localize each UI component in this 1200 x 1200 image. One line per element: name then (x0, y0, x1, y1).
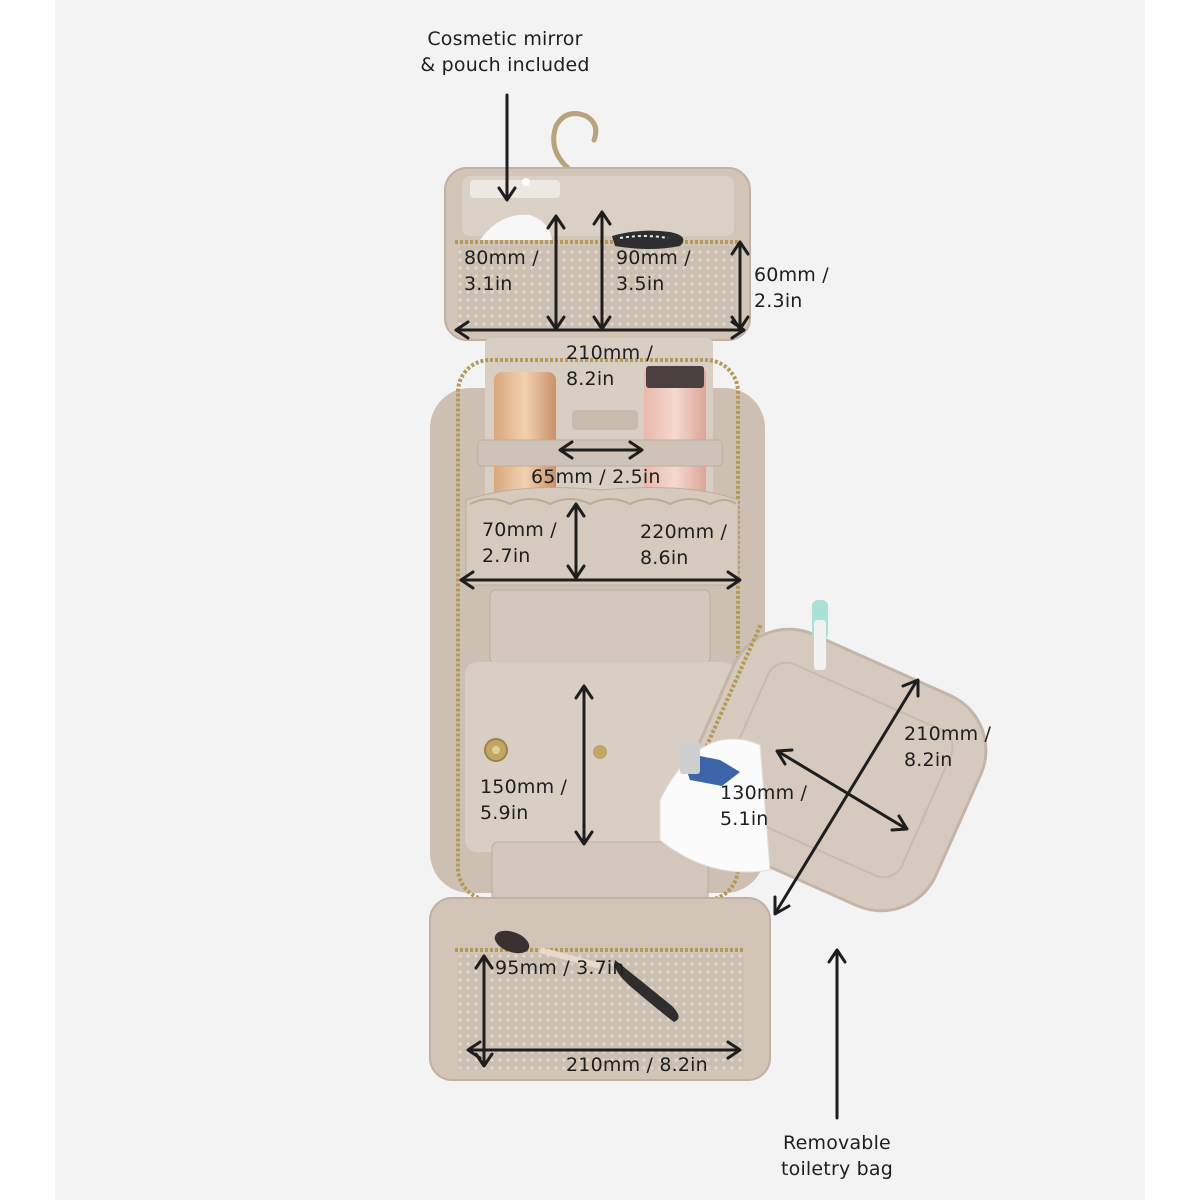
dimension-line1: 210mm / 8.2in (566, 1054, 708, 1076)
dimension-bottom-height: 95mm / 3.7in (495, 955, 625, 981)
dimension-line1: 80mm / (464, 247, 539, 269)
dimension-top-height-left: 80mm / 3.1in (464, 245, 539, 297)
dimension-strap-width: 65mm / 2.5in (531, 464, 661, 490)
dimension-bag-height: 130mm / 5.1in (720, 780, 807, 832)
dimension-line2: 8.2in (566, 368, 615, 390)
removable-callout-label: Removable toiletry bag (737, 1130, 937, 1182)
dimension-line1: 90mm / (616, 247, 691, 269)
dimension-top-width: 210mm / 8.2in (566, 340, 653, 392)
mirror-callout-label: Cosmetic mirror & pouch included (405, 26, 605, 78)
dimension-line1: 210mm / (566, 342, 654, 364)
dimension-line2: 8.2in (904, 749, 953, 771)
dimension-line2: 5.1in (720, 808, 769, 830)
dimension-line1: 60mm / (754, 264, 829, 286)
dimension-line1: 130mm / (720, 782, 808, 804)
dimension-top-height-mid: 90mm / 3.5in (616, 245, 691, 297)
removable-callout-line1: Removable (783, 1132, 891, 1154)
removable-callout-line2: toiletry bag (780, 1158, 894, 1180)
dimension-line2: 2.7in (482, 545, 531, 567)
dimension-line1: 70mm / (482, 519, 557, 541)
dimension-pocket-height: 70mm / 2.7in (482, 517, 557, 569)
dimension-arrows (454, 93, 920, 1120)
dimension-line1: 95mm / 3.7in (495, 957, 625, 979)
mirror-callout-line1: Cosmetic mirror (427, 28, 583, 50)
dimension-pocket-width: 220mm / 8.6in (640, 519, 727, 571)
dimension-line2: 3.5in (616, 273, 665, 295)
dimension-top-height-right: 60mm / 2.3in (754, 262, 829, 314)
dimension-line1: 220mm / (640, 521, 728, 543)
bottom-flap (429, 897, 771, 1081)
dimension-line2: 2.3in (754, 290, 803, 312)
mirror-callout-line2: & pouch included (420, 54, 590, 76)
dimension-line2: 3.1in (464, 273, 513, 295)
dimension-line2: 8.6in (640, 547, 689, 569)
dimension-line2: 5.9in (480, 802, 529, 824)
top-flap (444, 167, 751, 341)
dimension-line1: 65mm / 2.5in (531, 466, 661, 488)
dimension-bag-width: 210mm / 8.2in (904, 721, 991, 773)
dimension-bottom-width: 210mm / 8.2in (566, 1052, 708, 1078)
snap-button-icon (593, 745, 607, 759)
dimension-line1: 150mm / (480, 776, 568, 798)
dimension-line1: 210mm / (904, 723, 992, 745)
hanger-hook-icon (551, 111, 599, 189)
dimension-main-height: 150mm / 5.9in (480, 774, 567, 826)
